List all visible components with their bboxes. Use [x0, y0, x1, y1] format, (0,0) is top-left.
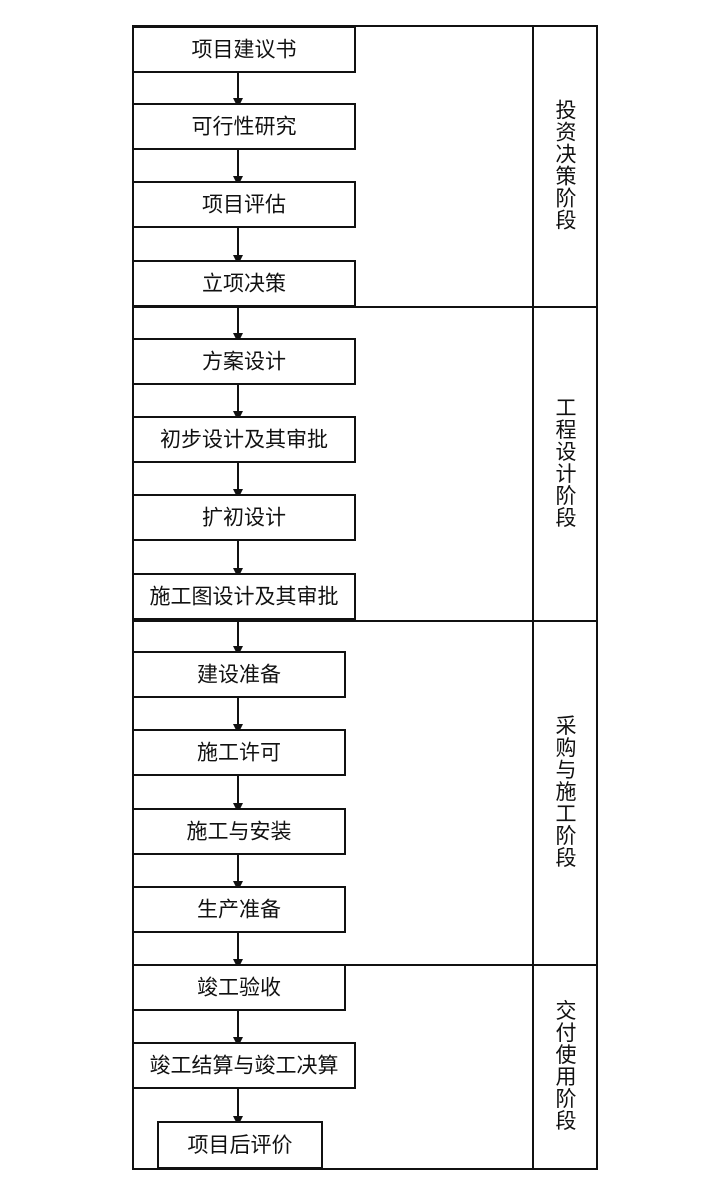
flow-step-box	[132, 964, 346, 1011]
flow-step-box	[132, 338, 356, 385]
flow-step: 可行性研究	[132, 103, 356, 150]
flow-step-box	[132, 808, 346, 855]
flow-step-box	[132, 651, 346, 698]
flow-step-label: 施工与安装	[187, 820, 292, 844]
flow-step: 施工与安装	[132, 808, 346, 855]
flow-step: 竣工验收	[132, 964, 346, 1011]
flow-step-label: 方案设计	[202, 350, 286, 374]
flow-step-box	[157, 1121, 323, 1169]
flow-step: 施工图设计及其审批	[132, 573, 356, 620]
flow-step-box	[132, 494, 356, 541]
phase-label: 交付使用阶段	[556, 999, 577, 1133]
phase-label: 投资决策阶段	[556, 99, 577, 233]
phase-label: 工程设计阶段	[556, 396, 577, 530]
flow-step-box	[132, 729, 346, 776]
flow-step: 施工许可	[132, 729, 346, 776]
flow-step-box	[132, 416, 356, 463]
flow-step: 初步设计及其审批	[132, 416, 356, 463]
flow-step: 项目建议书	[132, 26, 356, 73]
flow-step-box	[132, 573, 356, 620]
flow-step-label: 竣工验收	[197, 976, 281, 1000]
flow-step-label: 生产准备	[197, 898, 281, 922]
flow-step-box	[132, 886, 346, 933]
flow-step-label: 施工许可	[197, 741, 281, 765]
flow-step-box	[132, 1042, 356, 1089]
flow-step-label: 竣工结算与竣工决算	[150, 1054, 339, 1078]
flow-step-label: 项目评估	[202, 193, 286, 217]
flow-step-label: 施工图设计及其审批	[150, 585, 339, 609]
flow-step: 立项决策	[132, 260, 356, 307]
flow-step: 竣工结算与竣工决算	[132, 1042, 356, 1089]
flow-step-box	[132, 103, 356, 150]
flow-step-label: 项目建议书	[192, 38, 297, 62]
flow-step-label: 扩初设计	[202, 506, 286, 530]
flow-step-label: 项目后评价	[188, 1133, 293, 1157]
flow-step-box	[132, 260, 356, 307]
flow-step-box	[132, 26, 356, 73]
flow-step: 项目评估	[132, 181, 356, 228]
flow-step: 扩初设计	[132, 494, 356, 541]
flow-step-box	[132, 181, 356, 228]
flow-step-label: 初步设计及其审批	[160, 428, 328, 452]
flow-step-label: 可行性研究	[192, 115, 297, 139]
flow-step-label: 建设准备	[197, 663, 281, 687]
flow-step-label: 立项决策	[202, 272, 286, 296]
flow-step: 生产准备	[132, 886, 346, 933]
flow-step: 建设准备	[132, 651, 346, 698]
flow-step: 方案设计	[132, 338, 356, 385]
phase-label: 采购与施工阶段	[556, 714, 577, 870]
flow-step: 项目后评价	[157, 1121, 323, 1169]
